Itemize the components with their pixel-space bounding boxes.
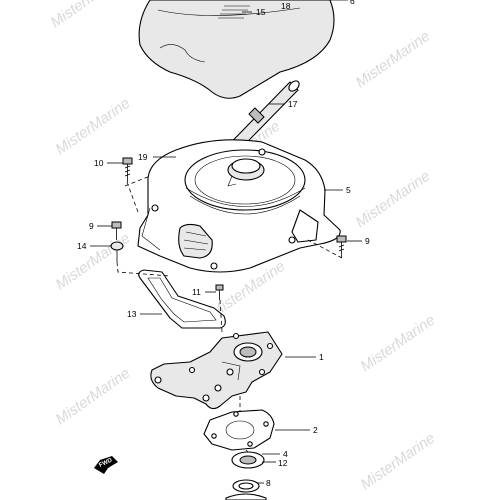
watermark-text: MisterMarine: [53, 365, 134, 429]
watermark-text: MisterMarine: [53, 230, 134, 294]
callout-6: 6: [350, 0, 355, 6]
bolt-10-part: [122, 157, 133, 182]
callout-19: 19: [138, 152, 148, 162]
callout-8: 8: [266, 478, 271, 488]
callout-13: 13: [127, 309, 137, 319]
callout-14: 14: [77, 241, 87, 251]
fwd-arrow-icon: FWD: [94, 456, 118, 474]
callout-12: 12: [278, 458, 288, 468]
spacer-plate-part: [203, 409, 275, 451]
fwd-label: FWD: [98, 457, 114, 468]
bolt-9-left-part: [111, 221, 122, 240]
watermark-text: MisterMarine: [48, 0, 129, 31]
watermark-text: MisterMarine: [358, 430, 439, 494]
callout-4: 4: [283, 449, 288, 459]
callout-18: 18: [281, 1, 291, 11]
watermark-text: MisterMarine: [353, 168, 434, 232]
bolt-11-part: [215, 284, 224, 300]
watermark-text: MisterMarine: [53, 95, 134, 159]
seal-part: [231, 451, 265, 469]
callout-11: 11: [192, 287, 201, 297]
watermark-text: MisterMarine: [358, 312, 439, 376]
top-cover-part: [138, 0, 335, 99]
gasket-part: [138, 269, 226, 329]
cover-emblem: [218, 5, 250, 19]
callout-17: 17: [288, 99, 298, 109]
callout-1: 1: [319, 352, 324, 362]
bracket-part: [150, 331, 283, 410]
callout-5: 5: [346, 185, 351, 195]
callout-10: 10: [94, 158, 104, 168]
recoil-starter-part: [137, 139, 341, 273]
callout-9-right: 9: [365, 236, 370, 246]
callout-2: 2: [313, 425, 318, 435]
callout-9-left: 9: [89, 221, 94, 231]
o-ring-part: [225, 479, 267, 500]
callout-15: 15: [256, 7, 266, 17]
bolt-9-right-part: [336, 235, 347, 258]
watermark-text: MisterMarine: [353, 28, 434, 92]
